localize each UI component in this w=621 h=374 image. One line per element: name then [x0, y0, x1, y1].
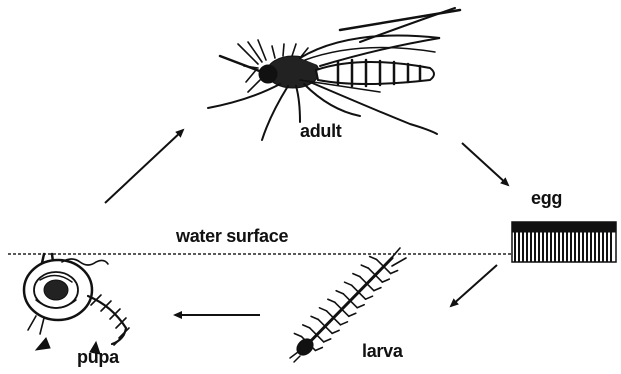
larva-bristle — [324, 339, 331, 342]
larva-bristle — [391, 271, 398, 274]
larva-bristle — [294, 333, 301, 336]
label-egg: egg — [531, 188, 562, 209]
larva-bristle — [370, 257, 377, 260]
larva-bristle — [311, 316, 318, 319]
label-pupa: pupa — [77, 347, 119, 368]
larva-bristle — [349, 313, 356, 316]
label-adult: adult — [300, 121, 342, 142]
arrow-egg-to-larva — [451, 265, 497, 306]
larva-bristle — [332, 330, 339, 333]
larva-bristle — [366, 296, 373, 299]
larva-bristle — [353, 274, 360, 277]
larva-bristle — [361, 265, 368, 268]
larva-bristle — [345, 282, 352, 285]
pupa-icon — [24, 254, 129, 354]
larva-bristle — [382, 279, 389, 282]
larva-bristle — [315, 347, 322, 350]
label-water-surface: water surface — [176, 226, 288, 247]
larva-bristle — [303, 325, 310, 328]
larva-bristle — [336, 291, 343, 294]
larva-bristle — [319, 308, 326, 311]
larva-bristle — [357, 305, 364, 308]
larva-bristle — [374, 288, 381, 291]
pupa-segment — [114, 335, 124, 345]
arrow-pupa-to-adult — [105, 130, 183, 203]
label-larva: larva — [362, 341, 403, 362]
larva-bristle — [340, 322, 347, 325]
egg-raft-icon — [512, 222, 616, 262]
arrow-adult-to-egg — [462, 143, 508, 185]
larva-bristle — [328, 299, 335, 302]
